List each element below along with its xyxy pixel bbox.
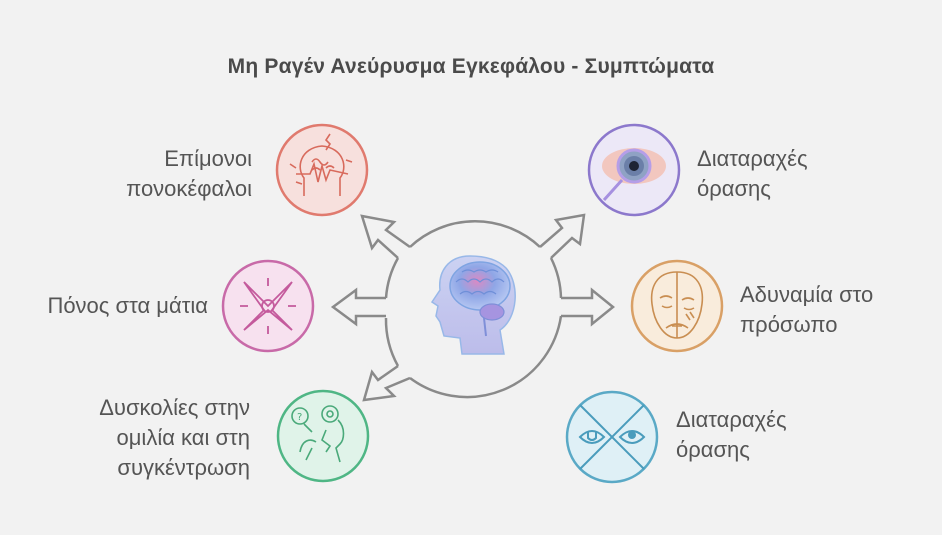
label-line: Δυσκολίες στην — [99, 395, 250, 420]
symptom-label-vision-disturbance-2: Διαταραχές όρασης — [676, 405, 876, 465]
label-line: όρασης — [676, 437, 750, 462]
label-line: πρόσωπο — [740, 312, 838, 337]
crossed-eyes-icon — [565, 390, 659, 484]
label-line: πονοκέφαλοι — [126, 176, 252, 201]
magnified-eye-icon — [587, 123, 681, 217]
svg-text:?: ? — [297, 412, 302, 423]
symptom-label-headaches: Επίμονοι πονοκέφαλοι — [60, 144, 252, 204]
arrow-left — [330, 287, 386, 327]
star-sparkle-icon — [221, 259, 315, 353]
diagram-title: Μη Ραγέν Ανεύρυσμα Εγκεφάλου - Συμπτώματ… — [227, 55, 715, 78]
label-line: συγκέντρωση — [117, 455, 250, 480]
label-line: Διαταραχές — [697, 146, 808, 171]
speech-confusion-icon: ? — [276, 389, 370, 483]
label-line: όρασης — [697, 176, 771, 201]
arrow-right — [561, 287, 615, 327]
arrow-upper-left — [360, 214, 411, 259]
label-line: Διαταραχές — [676, 407, 787, 432]
arrow-upper-right — [539, 213, 586, 259]
human-head-brain-icon — [430, 255, 516, 355]
label-line: Επίμονοι — [164, 146, 252, 171]
symptom-label-eye-pain: Πόνος στα μάτια — [10, 291, 208, 321]
symptom-label-vision-disturbance-1: Διαταραχές όρασης — [697, 144, 897, 204]
label-line: ομιλία και στη — [116, 425, 250, 450]
symptom-label-speech-concentration: Δυσκολίες στην ομιλία και στη συγκέντρωσ… — [40, 393, 250, 483]
center-hub — [330, 213, 615, 402]
symptom-label-facial-weakness: Αδυναμία στο πρόσωπο — [740, 280, 940, 340]
label-line: Πόνος στα μάτια — [47, 293, 208, 318]
label-line: Αδυναμία στο — [740, 282, 874, 307]
arrow-lower-left — [362, 364, 411, 402]
headache-brain-icon — [275, 123, 369, 217]
drooping-face-icon — [630, 259, 724, 353]
